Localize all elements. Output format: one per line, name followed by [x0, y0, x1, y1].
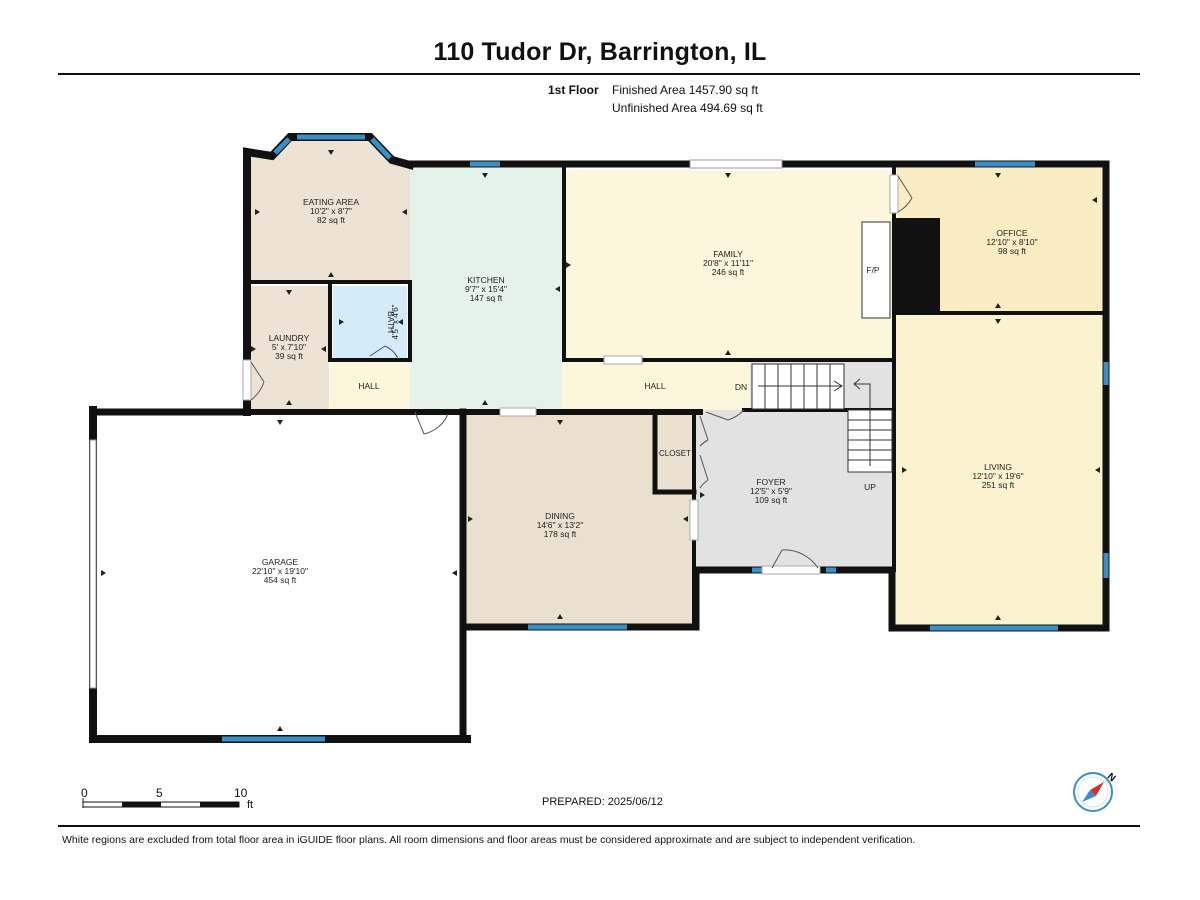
- family-dims: 20'8" x 11'11": [703, 258, 753, 268]
- room-fills: [97, 136, 1105, 737]
- hall-right-fill: [562, 362, 754, 410]
- family-fill: [566, 170, 892, 360]
- dimension-arrows: [101, 150, 1100, 731]
- office-area: 98 sq ft: [998, 246, 1027, 256]
- stairs-down-label: DN: [735, 382, 747, 392]
- footer-disclaimer: White regions are excluded from total fl…: [62, 834, 916, 846]
- office-name: OFFICE: [996, 228, 1027, 238]
- foyer-name: FOYER: [756, 477, 785, 487]
- living-fill: [895, 315, 1105, 626]
- stairs: [751, 363, 893, 473]
- prepared-date: PREPARED: 2025/06/12: [542, 796, 663, 808]
- laundry-area: 39 sq ft: [275, 351, 304, 361]
- eating-area-fill: [247, 136, 410, 282]
- living-dims: 12'10" x 19'6": [972, 471, 1023, 481]
- dining-area: 178 sq ft: [544, 529, 577, 539]
- garage-name: GARAGE: [262, 557, 299, 567]
- scale-bar: 0 5 10 ft: [81, 786, 253, 811]
- foyer-area: 109 sq ft: [755, 495, 788, 505]
- floor-label: 1st Floor: [548, 83, 599, 97]
- living-area: 251 sq ft: [982, 480, 1015, 490]
- bath-dims: 4'5" x 4'6": [391, 304, 400, 339]
- garage-dims: 22'10" x 19'10": [252, 566, 308, 576]
- dining-fill: [463, 414, 696, 624]
- eating-area-name: EATING AREA: [303, 197, 359, 207]
- scale-tick-10: 10: [234, 786, 248, 800]
- page-title: 110 Tudor Dr, Barrington, IL: [433, 38, 767, 66]
- bath-fill: [333, 286, 407, 358]
- fireplace-hearth: [861, 221, 891, 319]
- hall-right-name: HALL: [644, 381, 666, 391]
- header-rule: [58, 73, 1140, 75]
- family-name: FAMILY: [713, 249, 743, 259]
- scale-unit: ft: [247, 799, 253, 811]
- dining-dims: 14'6" x 13'2": [537, 520, 584, 530]
- unfinished-area: Unfinished Area 494.69 sq ft: [612, 101, 763, 115]
- closet-name: CLOSET: [659, 449, 691, 458]
- finished-area: Finished Area 1457.90 sq ft: [612, 83, 759, 97]
- eating-area-area: 82 sq ft: [317, 215, 346, 225]
- eating-area-dims: 10'2" x 8'7": [310, 206, 352, 216]
- room-labels: EATING AREA 10'2" x 8'7" 82 sq ft KITCHE…: [252, 197, 1038, 585]
- dining-name: DINING: [545, 511, 575, 521]
- laundry-dims: 5' x 7'10": [272, 342, 306, 352]
- chimney: [892, 218, 940, 312]
- family-area: 246 sq ft: [712, 267, 745, 277]
- hall-left-fill: [330, 360, 410, 410]
- laundry-name: LAUNDRY: [269, 333, 310, 343]
- hall-left-name: HALL: [358, 381, 380, 391]
- windows: [222, 134, 1109, 742]
- foyer-dims: 12'5" x 5'9": [750, 486, 792, 496]
- kitchen-fill: [410, 165, 562, 410]
- garage-area: 454 sq ft: [264, 575, 297, 585]
- scale-tick-5: 5: [156, 786, 163, 800]
- kitchen-dims: 9'7" x 15'4": [465, 284, 507, 294]
- kitchen-name: KITCHEN: [467, 275, 504, 285]
- bath-name: BATH: [386, 311, 396, 333]
- stairs-up-label: UP: [864, 482, 876, 492]
- living-name: LIVING: [984, 462, 1012, 472]
- fireplace-label: F/P: [866, 265, 880, 275]
- door-swings: [250, 175, 913, 569]
- compass-icon: N: [1073, 771, 1117, 812]
- openings: [89, 159, 899, 689]
- office-dims: 12'10" x 8'10": [986, 237, 1037, 247]
- kitchen-area: 147 sq ft: [470, 293, 503, 303]
- scale-tick-0: 0: [81, 786, 88, 800]
- garage-fill: [97, 415, 463, 737]
